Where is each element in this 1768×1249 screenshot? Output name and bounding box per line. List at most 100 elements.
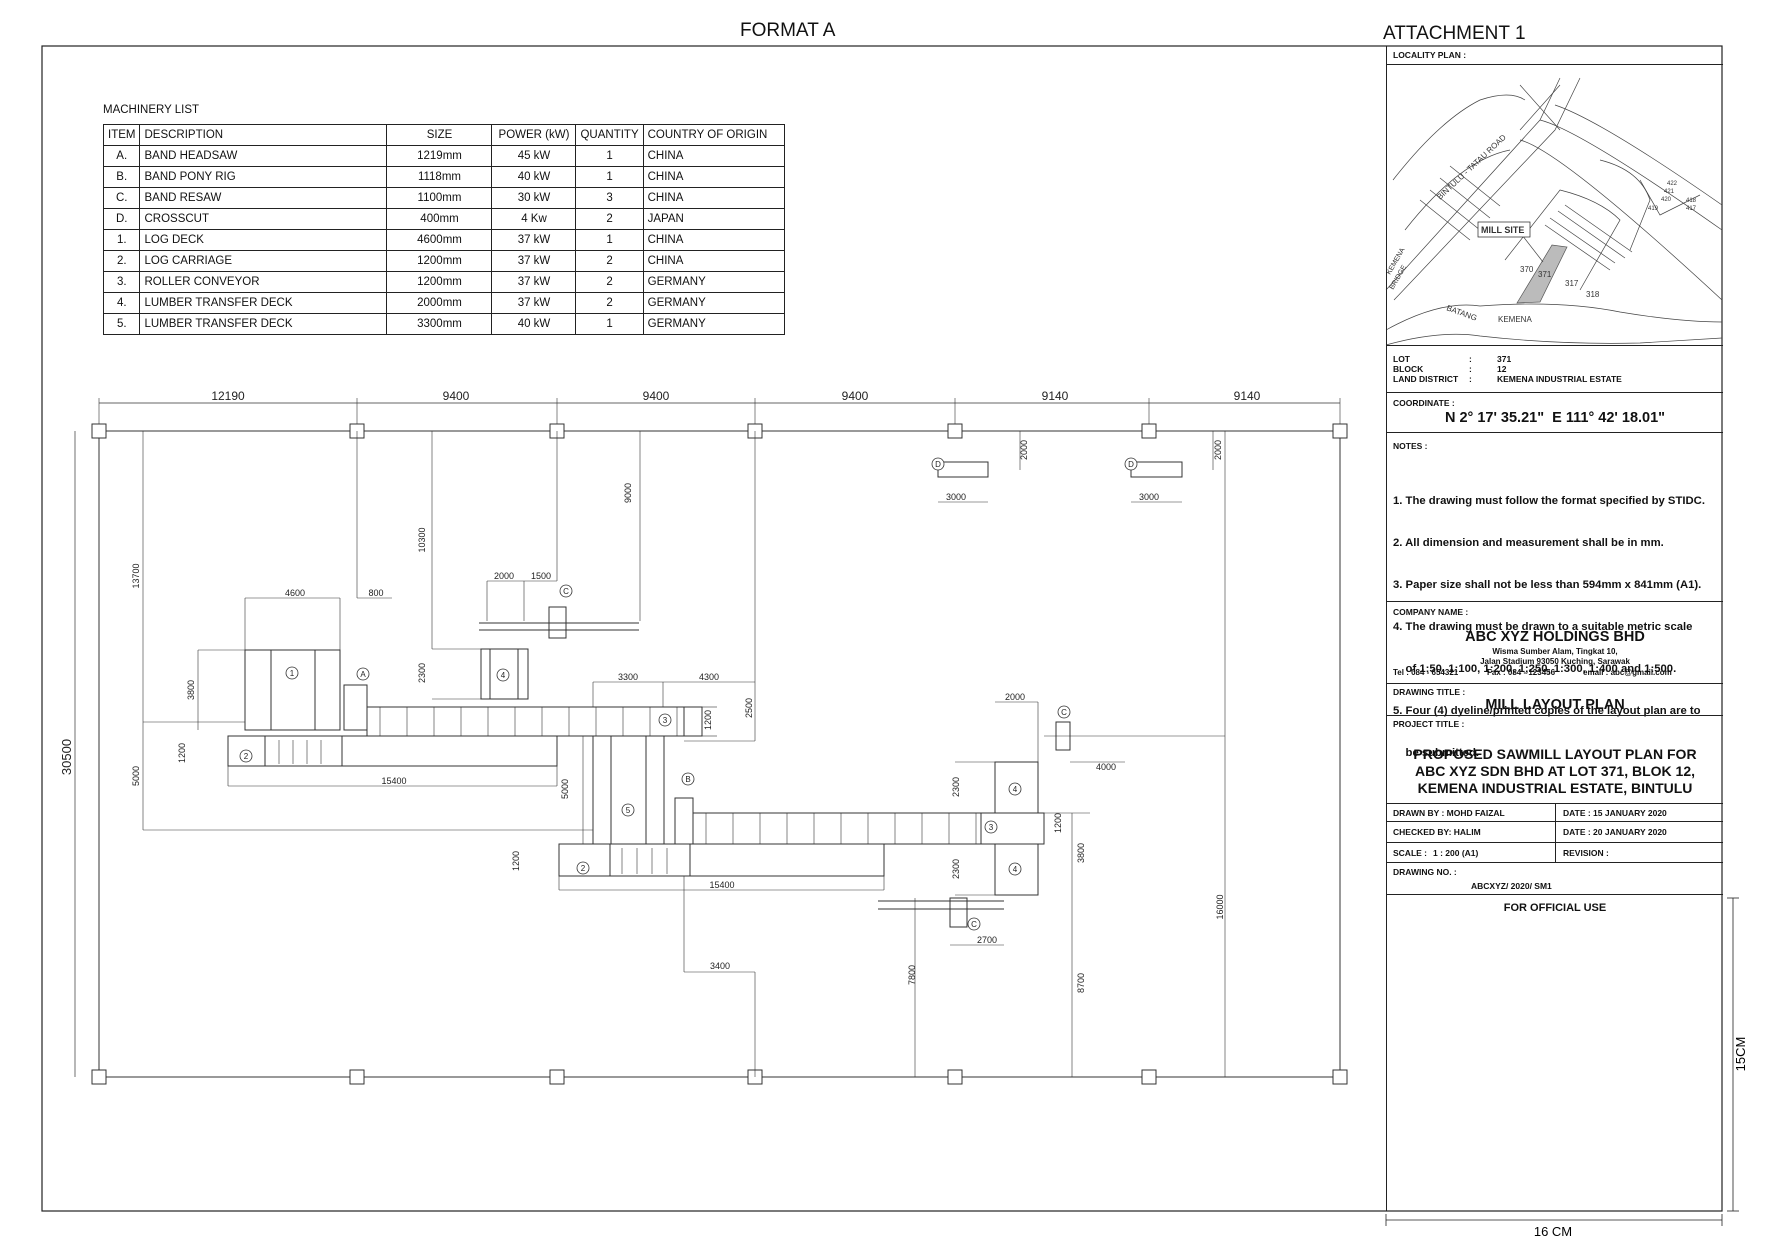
table-cell: CHINA (642, 145, 785, 167)
table-cell: BAND PONY RIG (139, 166, 388, 188)
table-cell: LUMBER TRANSFER DECK (139, 313, 388, 335)
district-value: KEMENA INDUSTRIAL ESTATE (1497, 374, 1622, 384)
table-cell: B. (102, 166, 141, 188)
marker-circle (559, 584, 573, 598)
marker-circle (1008, 782, 1022, 796)
roller-conveyor-3-upper (366, 706, 685, 737)
note-item: of 1:50, 1:100, 1:200, 1;250, 1:300, 1:4… (1393, 663, 1677, 675)
crosscut-d-1 (937, 461, 989, 478)
machine-marker: 4 (1008, 782, 1022, 796)
block-value: 12 (1497, 364, 1507, 374)
dimension-label: 1200 (177, 743, 187, 763)
revision-label: REVISION : (1563, 848, 1609, 858)
mill-site-lot-371 (1516, 244, 1568, 304)
lumber-transfer-deck-4-upper (480, 648, 529, 700)
coordinate-label: COORDINATE : (1393, 398, 1455, 408)
column-header: COUNTRY OF ORIGIN (642, 124, 785, 146)
table-cell: 2 (575, 292, 644, 314)
table-cell: CROSSCUT (139, 208, 388, 230)
machine-marker: 1 (285, 666, 299, 680)
table-cell: 45 kW (491, 145, 577, 167)
machine-marker: A (356, 667, 370, 681)
drawn-by: DRAWN BY : MOHD FAIZAL (1393, 808, 1505, 818)
note-item: 2. All dimension and measurement shall b… (1393, 537, 1664, 549)
log-deck-1 (244, 649, 341, 731)
marker-label: 3 (663, 716, 668, 725)
dimension-label: 5000 (560, 779, 570, 799)
dimension-label: 1200 (703, 710, 713, 730)
dimension-label: 2000 (1213, 440, 1223, 460)
lot-label: 420 (1661, 197, 1672, 203)
table-cell: BAND RESAW (139, 187, 388, 209)
column-header: DESCRIPTION (139, 124, 388, 146)
checked-by-row: CHECKED BY: HALIM DATE : 20 JANUARY 2020 (1387, 822, 1723, 843)
marker-label: C (1061, 708, 1067, 717)
dimension-label: 1200 (511, 851, 521, 871)
company-address: Jalan Stadium 93050 Kuching, Sarawak (1480, 657, 1630, 666)
machine-marker: C (1057, 705, 1071, 719)
dimension-label: 2000 (1019, 440, 1029, 460)
dimension-label: 9400 (643, 389, 670, 403)
marker-circle (285, 666, 299, 680)
drawing-title: MILL LAYOUT PLAN (1485, 697, 1625, 713)
marker-label: 2 (244, 752, 249, 761)
lot-label: 421 (1664, 189, 1675, 195)
colon: : (1469, 374, 1472, 384)
lumber-transfer-deck-5 (592, 735, 665, 845)
dimension-label: 3000 (946, 492, 966, 502)
dimension-label: 12190 (211, 389, 245, 403)
marker-circle (496, 668, 510, 682)
table-cell: 1118mm (386, 166, 493, 188)
marker-label: B (685, 775, 690, 784)
table-cell: C. (102, 187, 141, 209)
machine-marker: 5 (621, 803, 635, 817)
marker-label: D (1128, 460, 1134, 469)
company-tel: Tel : 084 - 654321 (1393, 668, 1459, 677)
marker-label: 5 (626, 806, 631, 815)
dimension-label: 8700 (1076, 973, 1086, 993)
table-cell: 1200mm (386, 250, 493, 272)
drawn-date: DATE : 15 JANUARY 2020 (1563, 808, 1667, 818)
column-header: POWER (kW) (491, 124, 577, 146)
marker-circle (1124, 457, 1138, 471)
district-label: LAND DISTRICT (1393, 374, 1459, 384)
dimension-label: 3800 (1076, 843, 1086, 863)
mill-site-label: MILL SITE (1481, 225, 1524, 235)
scale-value: 1 : 200 (A1) (1433, 848, 1479, 858)
lumber-transfer-deck-4-right-bottom (994, 843, 1039, 896)
table-cell: 1. (102, 229, 141, 251)
machine-marker: 3 (658, 713, 672, 727)
table-cell: CHINA (642, 166, 785, 188)
dimension-label: 2300 (951, 859, 961, 879)
marker-circle (576, 861, 590, 875)
structural-column (349, 1069, 365, 1085)
note-item: 3. Paper size shall not be less than 594… (1393, 579, 1702, 591)
marker-circle (1008, 862, 1022, 876)
notes-label: NOTES : (1393, 441, 1428, 451)
table-cell: GERMANY (642, 271, 785, 293)
machine-marker: 2 (239, 749, 253, 763)
note-item: be submitted. (1393, 747, 1479, 759)
lot-label: 417 (1686, 206, 1697, 212)
coordinate-value: N 2° 17' 35.21" E 111° 42' 18.01" (1444, 410, 1666, 426)
lot-value: 371 (1497, 354, 1512, 364)
dimension-label: 2700 (977, 935, 997, 945)
marker-label: 2 (581, 864, 586, 873)
drawing-no-value: ABCXYZ/ 2020/ SM1 (1471, 881, 1552, 891)
marker-circle (658, 713, 672, 727)
dimension-label: 3800 (186, 680, 196, 700)
company-email: email : abc@gmail.com (1583, 668, 1672, 677)
table-cell: 2 (575, 208, 644, 230)
drawn-by-row: DRAWN BY : MOHD FAIZAL DATE : 15 JANUARY… (1387, 804, 1723, 822)
dimension-label: 30500 (59, 739, 74, 775)
table-cell: CHINA (642, 187, 785, 209)
structural-column (549, 1069, 565, 1085)
official-use-label: FOR OFFICIAL USE (1503, 902, 1607, 914)
checked-date: DATE : 20 JANUARY 2020 (1563, 827, 1667, 837)
table-cell: 1 (575, 166, 644, 188)
table-cell: 30 kW (491, 187, 577, 209)
